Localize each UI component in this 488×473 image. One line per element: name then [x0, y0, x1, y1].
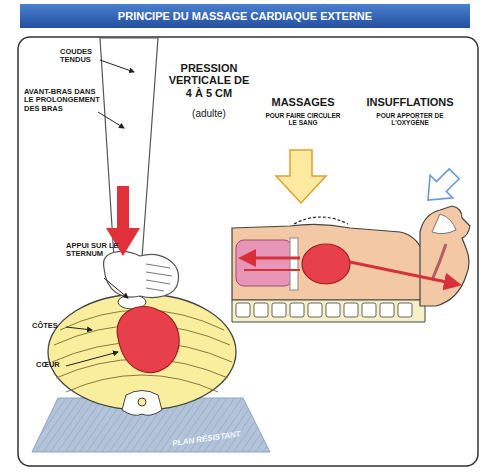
- heading-label: MASSAGES: [258, 96, 348, 108]
- heart: [117, 306, 179, 372]
- ribcage: [48, 294, 236, 415]
- subtext-label: POUR FAIRE CIRCULER LE SANG: [262, 112, 344, 127]
- arm: [100, 38, 178, 297]
- title: PRINCIPE DU MASSAGE CARDIAQUE EXTERNE: [20, 10, 470, 22]
- insufflation-arrow: [417, 163, 466, 212]
- heading-label: INSUFFLATIONS: [358, 96, 462, 108]
- part-label: APPUI SUR LE STERNUM: [66, 242, 120, 259]
- title-band: [20, 4, 470, 28]
- leader-lines: [66, 60, 134, 366]
- subtext-label: POUR APPORTER DE L'OXYGÈNE: [366, 112, 454, 127]
- body-side-view: [232, 206, 470, 322]
- massage-arrow: [276, 150, 326, 203]
- instruction-label: PRESSION VERTICALE DE 4 À 5 CM: [166, 62, 252, 99]
- head: [420, 206, 470, 306]
- note-label: (adulte): [166, 108, 252, 119]
- part-label: CÔTES: [32, 322, 58, 330]
- part-label: CŒUR: [36, 361, 60, 369]
- part-label: COUDES TENDUS: [60, 48, 104, 65]
- frame: [18, 37, 478, 466]
- vertebra: [122, 391, 162, 416]
- part-label: AVANT-BRAS DANS LE PROLONGEMENT DES BRAS: [24, 88, 102, 113]
